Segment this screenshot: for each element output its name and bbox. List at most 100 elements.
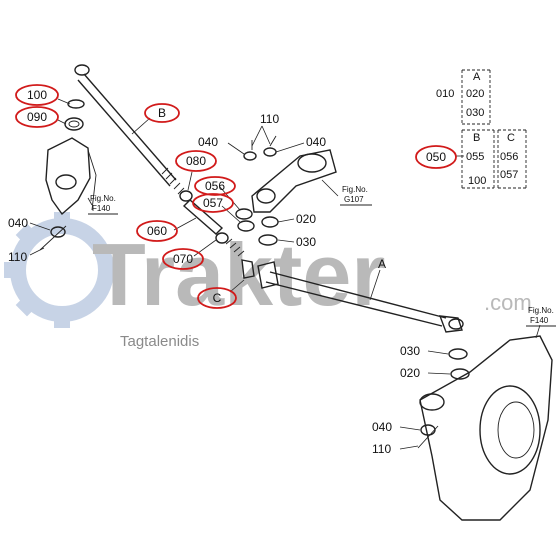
- fig-right-title: Fig.No.: [528, 306, 554, 315]
- label-a: A: [378, 257, 386, 271]
- label-110-left: 110: [8, 250, 27, 264]
- watermark-suffix: .com: [484, 290, 532, 315]
- leader-fig-mid: [321, 179, 339, 197]
- nut-040-right: [263, 147, 277, 157]
- legend-b-head: B: [473, 132, 480, 144]
- rod-b-upper-line: [83, 73, 177, 181]
- watermark-brand: Trakter: [92, 225, 386, 324]
- fig-right-number: F140: [530, 316, 549, 325]
- left-knuckle-edge: [87, 149, 97, 211]
- pin-110-top-right: [269, 135, 277, 147]
- leader-110-bottom: [399, 445, 419, 450]
- rod-c-end: [241, 259, 255, 279]
- sleeve-060: [182, 199, 224, 235]
- leader-030-mid: [277, 239, 295, 243]
- fig-left-title: Fig.No.: [90, 194, 116, 203]
- callout-057: 057: [203, 196, 223, 210]
- leader-110-top: [251, 125, 271, 147]
- leader-b: [131, 117, 151, 135]
- label-030-mid: 030: [296, 235, 316, 249]
- legend-a-020: 020: [466, 88, 484, 100]
- nut-070: [215, 232, 229, 244]
- leader-020-mid: [277, 218, 295, 223]
- label-040-right: 040: [306, 135, 326, 149]
- callout-c-ring: [197, 287, 237, 309]
- rod-a-left-end: [257, 261, 279, 289]
- callout-100: 100: [27, 88, 47, 102]
- leader-fig-left: [87, 197, 93, 206]
- ring-030-mid: [258, 234, 278, 246]
- legend-c-057: 057: [500, 169, 518, 181]
- watermark-tagline: Tagtalenidis: [120, 333, 199, 350]
- watermark: Trakter .com Tagtalenidis: [4, 212, 532, 350]
- leader-040-mid: [227, 142, 245, 155]
- legend-b-055: 055: [466, 151, 484, 163]
- pin-110-bottom: [417, 425, 439, 449]
- right-hub: [417, 335, 553, 521]
- rod-a: [257, 261, 464, 333]
- callout-080: 080: [186, 154, 206, 168]
- nut-040-mid: [243, 151, 257, 161]
- leader-a: [369, 269, 381, 301]
- label-040-mid: 040: [198, 135, 218, 149]
- rod-c-thread: [225, 238, 245, 257]
- leader-090: [57, 119, 67, 125]
- left-nut-040: [50, 226, 66, 238]
- right-hub-arm-eye: [419, 393, 445, 411]
- rod-a-right-end: [438, 315, 463, 333]
- pitman-arm-eye: [256, 188, 276, 204]
- leader-fig-right: [535, 324, 541, 339]
- leader-110-left: [29, 247, 45, 256]
- leader-030-right: [427, 350, 449, 355]
- ring-057: [237, 220, 255, 232]
- fig-mid-number: G107: [344, 195, 364, 204]
- pitman-arm: [235, 135, 337, 246]
- leader-lines: [29, 98, 541, 450]
- callout-080-ring: [175, 150, 217, 172]
- fig-mid-title: Fig.No.: [342, 185, 368, 194]
- callout-070-ring: [162, 248, 204, 270]
- callout-060-ring: [136, 220, 178, 242]
- assembly-legend: A 010 020 030 B 055 100 C 056 057: [436, 69, 527, 189]
- callout-050-ring: [415, 145, 457, 169]
- legend-b-bracket: [461, 129, 495, 189]
- callout-090-ring: [15, 106, 59, 128]
- label-020-mid: 020: [296, 212, 316, 226]
- callout-050: 050: [426, 150, 446, 164]
- left-rings: [64, 99, 85, 131]
- ring-100: [67, 99, 85, 109]
- pitman-arm-bore: [297, 153, 327, 173]
- callout-057-ring: [192, 193, 234, 213]
- rod-b: [74, 64, 185, 195]
- rod-b-thread: [161, 167, 185, 195]
- callout-c: C: [213, 291, 222, 305]
- label-110-top: 110: [260, 112, 279, 126]
- rod-b-ball-end: [74, 64, 90, 76]
- legend-b-100: 100: [468, 175, 486, 187]
- callout-056: 056: [205, 179, 225, 193]
- ring-056: [235, 208, 253, 220]
- center-rod: [179, 190, 255, 279]
- leader-060: [173, 217, 197, 231]
- leader-100: [57, 98, 71, 105]
- callout-070: 070: [173, 252, 193, 266]
- right-hub-bore-inner: [497, 401, 535, 459]
- rod-a-ball: [448, 318, 464, 330]
- leader-057: [221, 205, 241, 223]
- ring-090-inner: [68, 120, 80, 128]
- label-110-bottom: 110: [372, 442, 391, 456]
- nut-040-bottom: [420, 424, 436, 436]
- callout-090: 090: [27, 110, 47, 124]
- right-hub-bore: [479, 385, 541, 475]
- part-labels: 040 110 Fig.No. F140 110 040 040 Fig.No.…: [8, 112, 556, 456]
- ring-090: [64, 117, 84, 131]
- nut-080: [179, 190, 193, 202]
- rod-a-lower-line: [265, 281, 443, 327]
- watermark-gear-tooth: [54, 212, 70, 228]
- leader-040-bottom: [399, 426, 421, 431]
- label-020-right: 020: [400, 366, 420, 380]
- legend-a-030: 030: [466, 107, 484, 119]
- watermark-gear-tooth: [54, 312, 70, 328]
- callout-056-ring: [194, 176, 236, 196]
